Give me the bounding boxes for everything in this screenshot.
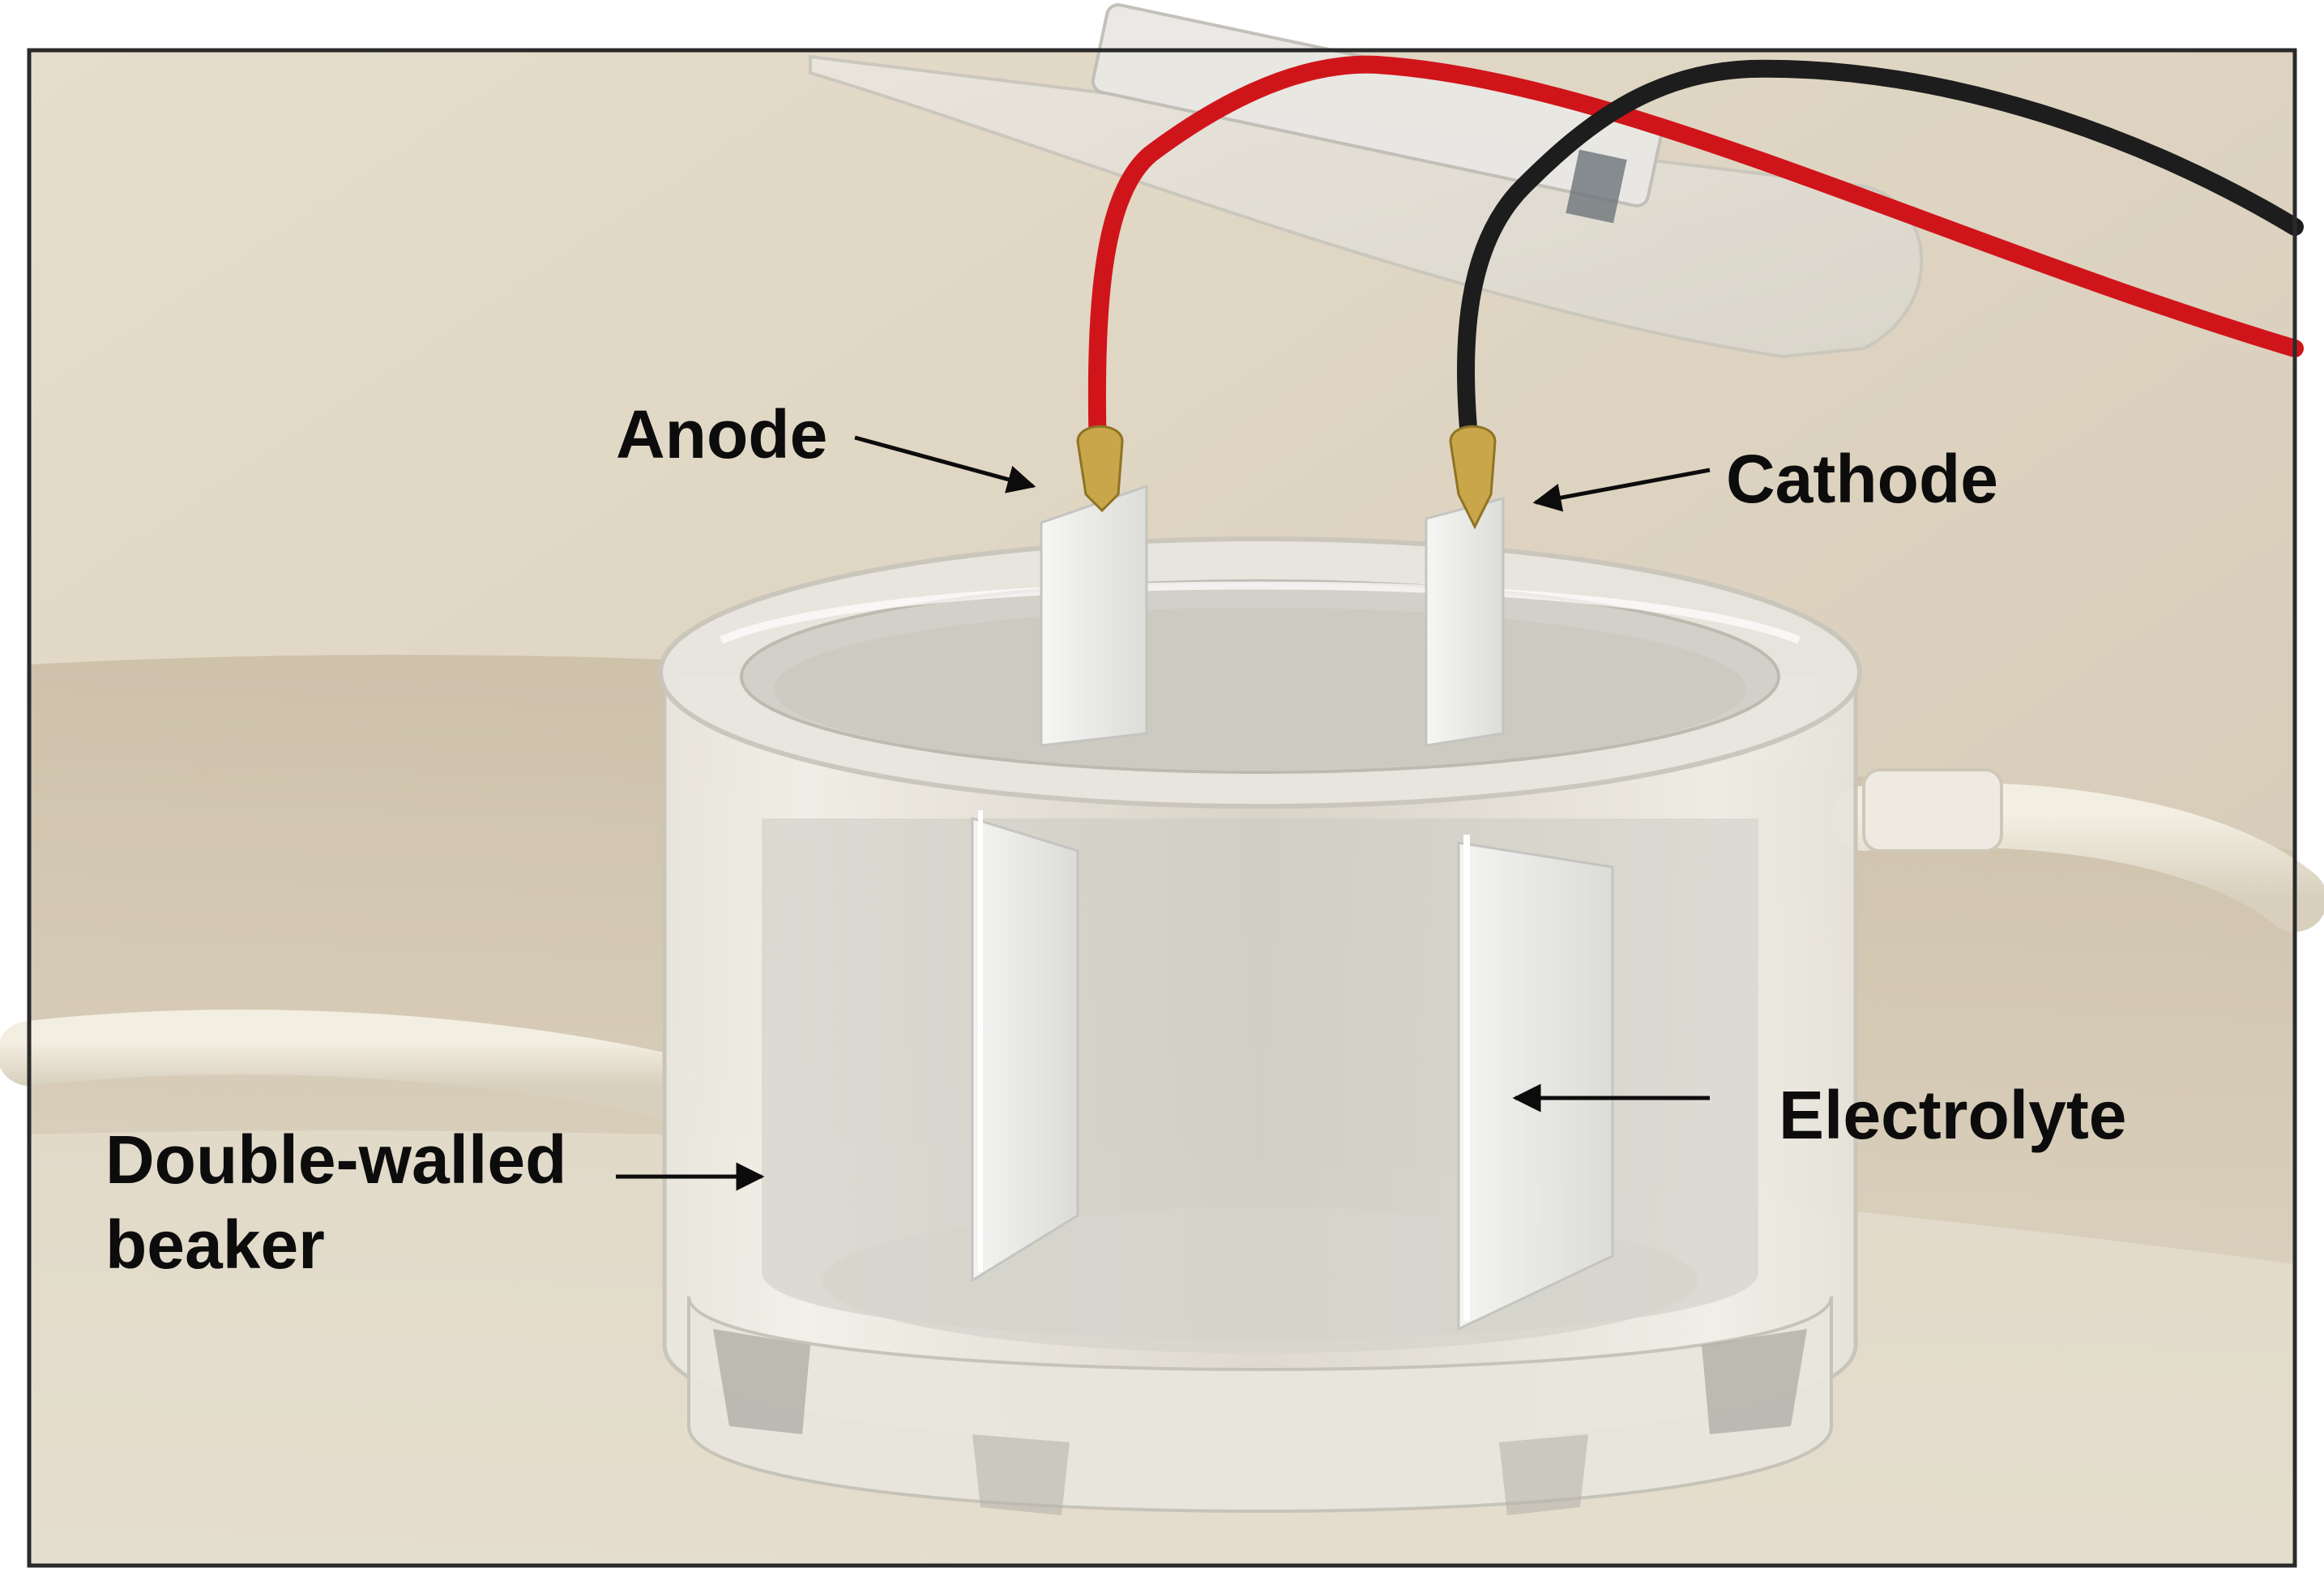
right-hose-connector	[1862, 768, 2003, 852]
red-wire	[1087, 55, 2304, 463]
anode-arrow	[854, 435, 1036, 493]
anode-plate-submerged	[971, 816, 1079, 1283]
left-hose	[0, 1009, 697, 1118]
rim-highlight	[720, 581, 1801, 644]
image-frame	[27, 48, 2297, 1568]
anode-connector	[1076, 425, 1124, 513]
electrode-holder-lid	[809, 54, 1924, 359]
electrolyte-surface	[774, 608, 1746, 770]
cathode-connector	[1449, 425, 1497, 530]
cathode-arrow	[1532, 468, 1711, 512]
beaker-base-shadow-center-left	[972, 1434, 1070, 1515]
cathode-label: Cathode	[1726, 441, 1998, 517]
beaker-label-line1: Double-walled	[105, 1121, 566, 1198]
beaker-base-shadow-center-right	[1499, 1434, 1588, 1515]
cathode-plate-top	[1425, 497, 1505, 747]
beaker-base-shadow-right	[1702, 1329, 1807, 1434]
black-wire	[1456, 59, 2304, 463]
anode-plate-top	[1040, 484, 1148, 747]
anode-label: Anode	[616, 396, 827, 472]
cathode-plate-submerged	[1457, 841, 1614, 1331]
electrolyte-label: Electrolyte	[1779, 1077, 2127, 1153]
beaker-base-shadow-left	[713, 1329, 810, 1434]
holder-band	[1566, 149, 1627, 224]
beaker-label-line2: beaker	[105, 1207, 325, 1283]
